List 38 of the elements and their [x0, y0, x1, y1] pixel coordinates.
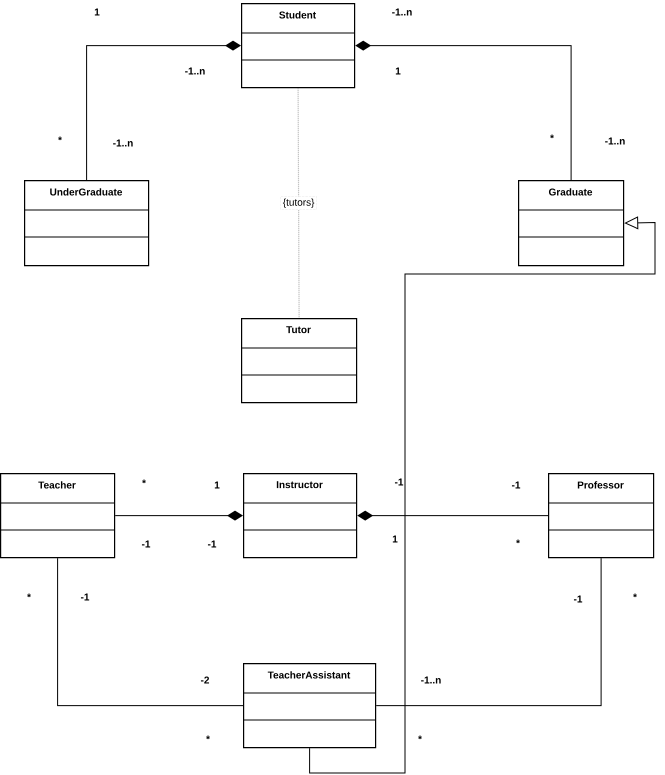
multiplicity-label: -2	[200, 676, 210, 684]
multiplicity-label: *	[58, 136, 62, 140]
connector	[298, 88, 300, 318]
connector	[376, 558, 602, 706]
multiplicity-label: -1..n	[113, 140, 133, 146]
class-box: UnderGraduate	[24, 180, 150, 266]
class-box: Professor	[548, 473, 654, 558]
class-box: Tutor	[240, 318, 358, 404]
class-box: Teacher	[0, 473, 116, 558]
multiplicity-label: *	[516, 540, 520, 544]
multiplicity-label: *	[27, 594, 31, 598]
connector	[86, 40, 241, 180]
multiplicity-label: -1..n	[421, 676, 441, 684]
multiplicity-label: 1	[214, 482, 220, 488]
connector	[57, 558, 244, 706]
multiplicity-label: -1	[80, 594, 90, 600]
multiplicity-label: -1..n	[185, 68, 205, 74]
multiplicity-label: -1..n	[605, 138, 625, 144]
multiplicity-label: -1	[394, 478, 404, 486]
class-box: TeacherAssistant	[242, 663, 376, 748]
connector	[114, 510, 243, 521]
multiplicity-label: -1	[512, 482, 520, 488]
multiplicity-label: *	[418, 736, 422, 740]
multiplicity-label: 1	[392, 536, 398, 542]
multiplicity-label: -1	[574, 596, 582, 602]
edge-label: {tutors}	[280, 196, 317, 210]
multiplicity-label: *	[142, 480, 146, 484]
class-box: Instructor	[242, 473, 358, 558]
multiplicity-label: -1	[208, 540, 216, 548]
multiplicity-label: 1	[94, 8, 100, 16]
multiplicity-label: 1	[396, 68, 400, 74]
class-box: Graduate	[518, 180, 624, 266]
class-box: Student	[240, 3, 356, 88]
multiplicity-label: -1..n	[392, 8, 412, 16]
multiplicity-label: -1	[142, 540, 150, 548]
multiplicity-label: *	[633, 594, 637, 598]
multiplicity-label: *	[206, 736, 210, 740]
multiplicity-label: *	[550, 134, 554, 138]
